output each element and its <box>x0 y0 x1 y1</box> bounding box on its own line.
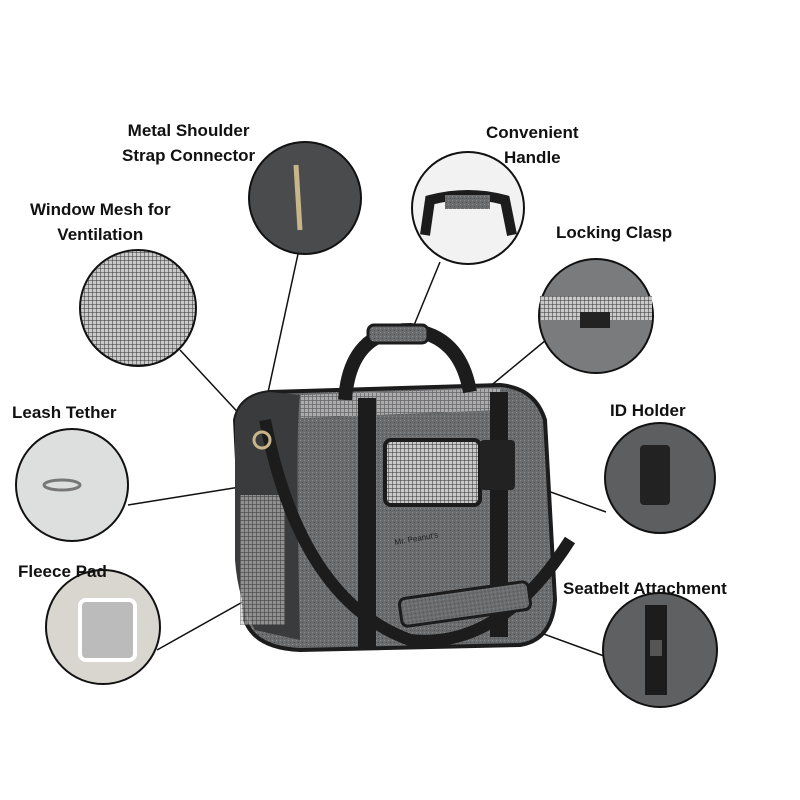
label-id-holder: ID Holder <box>610 401 686 420</box>
shoulder-pad <box>397 580 533 628</box>
label-clasp: Locking Clasp <box>556 223 673 242</box>
metal-clip <box>252 430 272 450</box>
pet-carrier-bag: Mr. Peanut's <box>232 322 576 653</box>
label-line: Metal Shoulder <box>127 121 250 140</box>
label-fleece: Fleece Pad <box>18 562 107 581</box>
label-handle: Convenient Handle <box>486 120 579 170</box>
id-holder-tag <box>480 440 515 490</box>
circle-leash <box>15 428 129 542</box>
front-mesh-window <box>383 438 482 507</box>
callout-line-mesh <box>179 349 246 421</box>
label-mesh: Window Mesh for Ventilation <box>30 197 171 247</box>
side-mesh-pocket <box>240 495 285 625</box>
label-line: Convenient <box>486 123 579 142</box>
label-line: Handle <box>503 148 561 167</box>
circle-strap-connector <box>248 141 362 255</box>
label-line: Window Mesh for <box>30 200 171 219</box>
callout-line-leash <box>127 486 241 506</box>
label-seatbelt: Seatbelt Attachment <box>563 579 727 598</box>
label-line: Strap Connector <box>122 146 256 165</box>
circle-mesh <box>79 249 197 367</box>
label-strap-connector: Metal Shoulder Strap Connector <box>122 118 255 168</box>
label-leash: Leash Tether <box>12 403 117 422</box>
label-line: Ventilation <box>57 225 144 244</box>
callout-line-handle <box>409 261 441 336</box>
callout-line-fleece <box>156 594 256 651</box>
callout-line-clasp <box>487 339 547 389</box>
